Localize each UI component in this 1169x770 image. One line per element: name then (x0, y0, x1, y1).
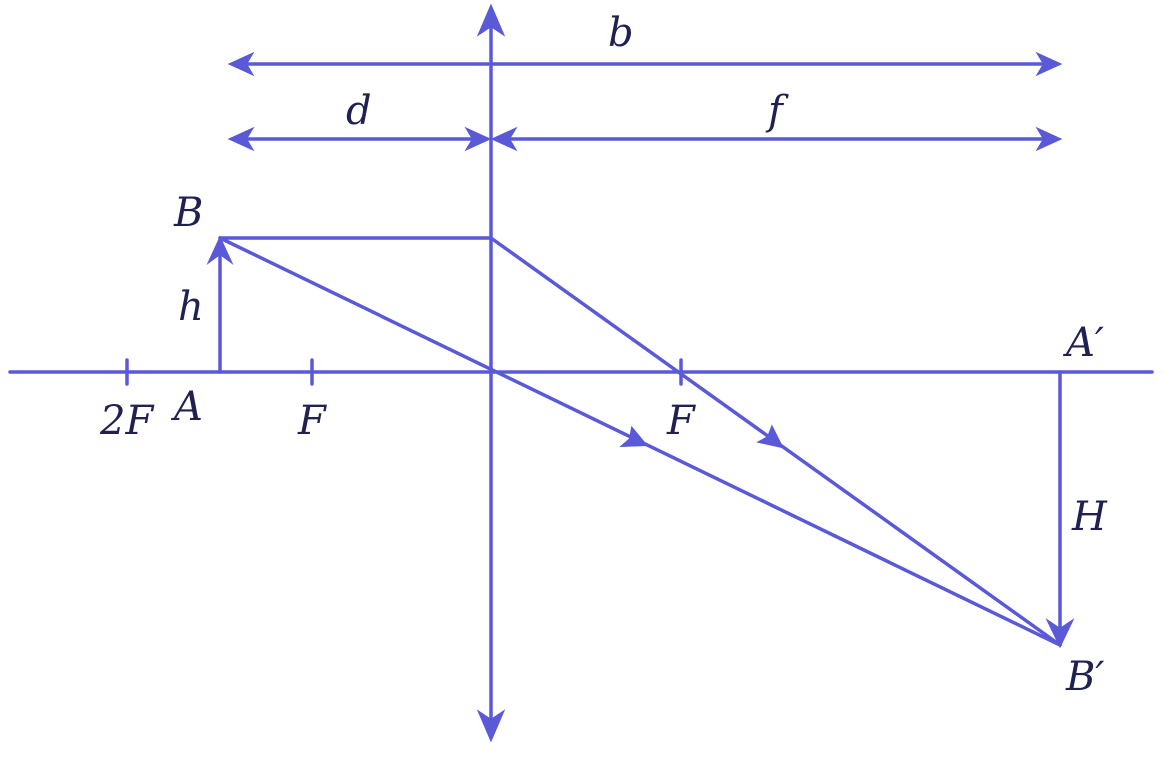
label-h-upper: H (1071, 494, 1108, 540)
label-d: d (346, 88, 372, 134)
lens-arrowhead-top (476, 3, 506, 37)
image-arrowhead (1045, 618, 1075, 649)
label-f-left: F (297, 398, 327, 444)
label-f: f (765, 88, 789, 134)
label-a-prime: A′ (1062, 320, 1104, 366)
label-b: b (608, 10, 634, 56)
dimension-b-arrowhead-right (1035, 51, 1063, 77)
lens-arrowhead-bottom (476, 709, 506, 743)
label-point-b: B (173, 190, 203, 236)
label-f-right: F (666, 398, 696, 444)
dimension-d-arrowhead-left (227, 126, 255, 152)
dimension-f-arrowhead-right (1035, 126, 1063, 152)
label-point-a: A (170, 384, 203, 430)
label-2f: 2F (99, 398, 154, 444)
object-arrowhead (206, 235, 234, 266)
ray-through-center-arrowhead (619, 425, 649, 448)
label-b-prime: B′ (1065, 654, 1104, 700)
ray-through-focus-arrowhead (756, 424, 784, 449)
dimension-d-arrowhead-right (464, 126, 492, 152)
label-h: h (178, 284, 204, 330)
dimension-b-arrowhead-left (227, 51, 255, 77)
dimension-f-arrowhead-left (490, 126, 518, 152)
